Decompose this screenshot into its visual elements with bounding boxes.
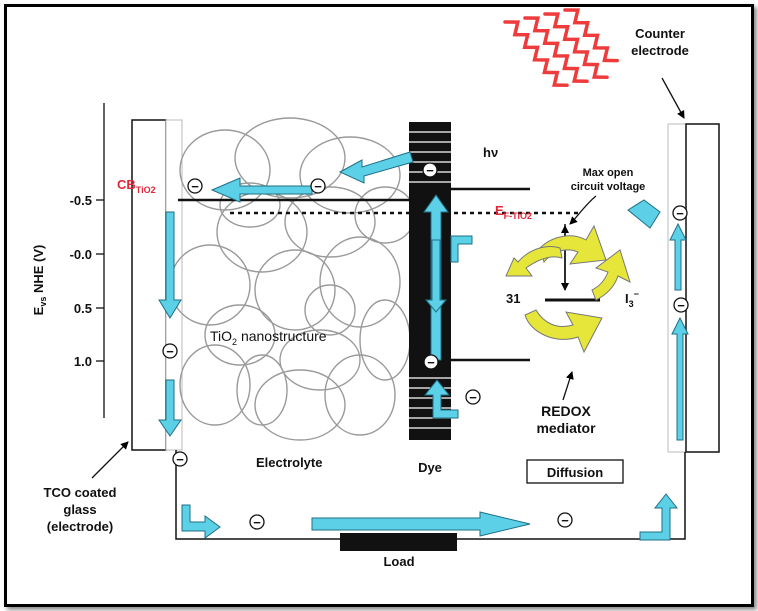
arrow-dye-relax <box>424 239 448 313</box>
arrow-down-electrode <box>158 211 182 319</box>
redox-mediator-label-2: mediator <box>536 420 596 436</box>
max-ocv-label-1: Max open <box>583 167 634 179</box>
diagram-frame <box>4 4 754 607</box>
arrow-hook-upper <box>450 235 473 263</box>
tco-electrode <box>131 119 167 451</box>
tick-label: -0.5 <box>70 193 92 208</box>
arrow-dye-to-tio2 <box>338 151 414 184</box>
counter-electrode <box>685 123 720 453</box>
tco-label-1: TCO coated <box>44 485 117 500</box>
svg-text:−: − <box>677 298 685 313</box>
counter-electrode-label-1: Counter <box>635 26 685 41</box>
redox-arrow-right <box>591 249 631 301</box>
svg-text:−: − <box>427 355 435 370</box>
ef-tio2-label: EF-TiO2 <box>495 203 532 221</box>
electron-icon <box>672 205 688 221</box>
arrow-up-counter-2 <box>671 316 689 441</box>
electron-icon <box>673 297 689 313</box>
counter-electrode-pointer <box>661 77 685 119</box>
svg-text:−: − <box>176 452 184 467</box>
svg-text:−: − <box>426 163 434 178</box>
y-axis-label: Evs NHE (V) <box>31 245 48 316</box>
redox-right-label: I3− <box>625 289 639 309</box>
electron-icon <box>422 162 438 178</box>
tco-label-2: glass <box>63 502 96 517</box>
dye-label: Dye <box>418 460 442 475</box>
electron-icon <box>310 178 326 194</box>
tio2-nanostructure-label: TiO2 nanostructure <box>210 328 327 347</box>
tick-label: -0.0 <box>70 247 92 262</box>
electron-icon <box>465 389 481 405</box>
tco-label-3: (electrode) <box>47 519 113 534</box>
diffusion-label: Diffusion <box>547 465 603 480</box>
tick-label: 0.5 <box>74 301 92 316</box>
electron-icon <box>557 512 573 528</box>
electron-icon <box>249 514 265 530</box>
hv-label: hν <box>483 145 498 160</box>
load-label: Load <box>383 554 414 569</box>
arrow-wire-corner-left <box>181 504 221 539</box>
y-axis-ticks: -0.5 -0.0 0.5 1.0 <box>70 193 104 369</box>
redox-cycle-arrows <box>505 224 631 354</box>
arrow-diamond <box>627 199 661 229</box>
svg-text:−: − <box>676 206 684 221</box>
electron-icon <box>172 451 188 467</box>
tco-pointer <box>91 441 129 479</box>
light-waves <box>503 8 619 87</box>
electrolyte-label: Electrolyte <box>256 455 322 470</box>
electron-icon <box>187 178 203 194</box>
arrow-hook-lower <box>423 379 459 419</box>
svg-text:−: − <box>561 513 569 528</box>
diffusion-box <box>526 459 624 484</box>
redox-left-label: 31 <box>506 291 520 306</box>
svg-text:−: − <box>166 344 174 359</box>
redox-arrow-upper <box>539 224 607 265</box>
svg-text:−: − <box>314 179 322 194</box>
load-block <box>340 533 457 551</box>
redox-pointer <box>562 371 574 401</box>
tick-label: 1.0 <box>74 354 92 369</box>
arrow-down-electrode-2 <box>158 379 182 437</box>
max-ocv-pointer <box>569 195 597 225</box>
svg-text:−: − <box>469 390 477 405</box>
svg-text:−: − <box>191 179 199 194</box>
arrow-wire-corner-right <box>639 493 679 541</box>
electron-icon <box>162 343 178 359</box>
counter-electrode-label-2: electrode <box>631 43 689 58</box>
redox-mediator-label-1: REDOX <box>541 403 591 419</box>
redox-arrow-upper-left <box>505 246 563 277</box>
cb-tio2-label: CBTiO2 <box>117 177 156 195</box>
redox-arrow-lower <box>524 309 603 354</box>
arrow-wire-long <box>311 511 531 537</box>
tio2-nanostructure <box>169 117 416 441</box>
electron-flow-arrows <box>158 151 689 541</box>
max-ocv-label-2: circuit voltage <box>571 181 646 193</box>
electron-icon <box>423 354 439 370</box>
arrow-up-counter-1 <box>669 222 687 291</box>
svg-text:−: − <box>253 515 261 530</box>
electrons: − − − − − − − − − − − <box>162 162 689 530</box>
